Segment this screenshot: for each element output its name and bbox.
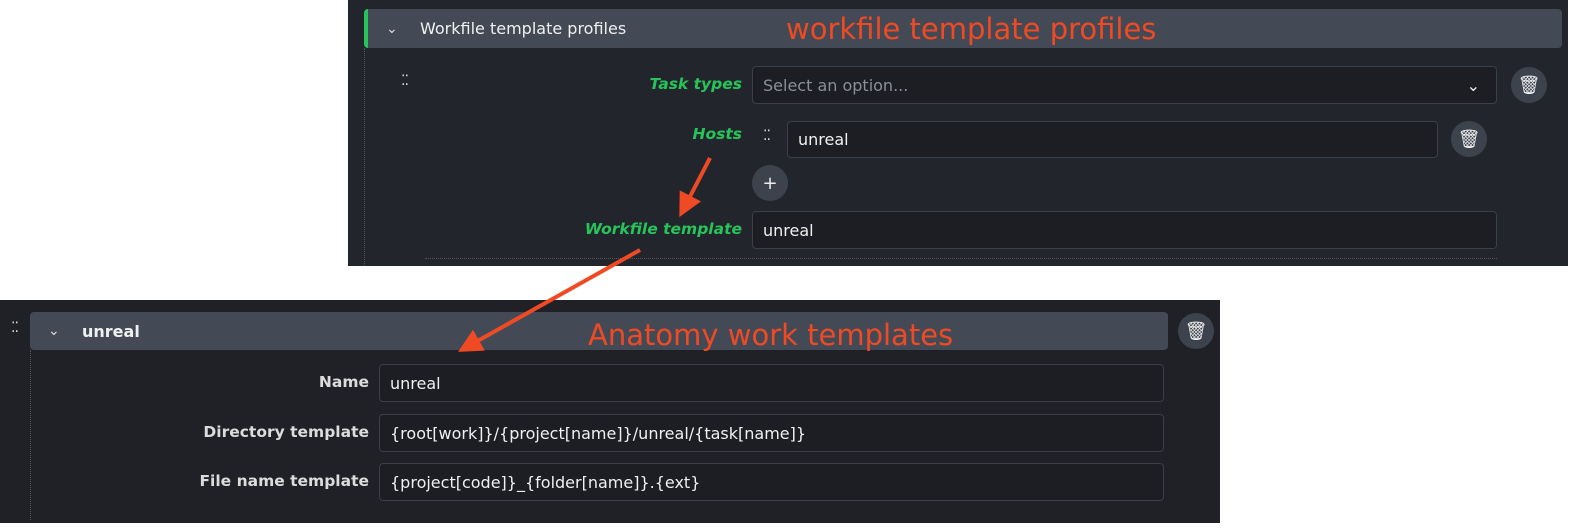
profiles-section-header[interactable]: ⌄ Workfile template profiles bbox=[364, 9, 1562, 48]
task-types-label: Task types bbox=[649, 75, 742, 93]
section-guide bbox=[30, 350, 31, 520]
template-section-header[interactable]: ⌄ unreal bbox=[30, 312, 1168, 350]
name-label: Name bbox=[318, 373, 369, 391]
delete-template-button[interactable]: 🗑 bbox=[1178, 313, 1214, 349]
drag-handle-icon[interactable]: ⁚⁚ bbox=[11, 320, 19, 336]
annotation-profiles: workfile template profiles bbox=[786, 12, 1157, 46]
workfile-template-input[interactable]: unreal bbox=[752, 211, 1497, 249]
section-guide bbox=[364, 48, 365, 266]
directory-template-label: Directory template bbox=[203, 423, 369, 441]
workfile-template-profiles-panel: ⌄ Workfile template profiles ⁚⁚ Task typ… bbox=[348, 0, 1568, 266]
delete-host-button[interactable]: 🗑 bbox=[1451, 121, 1487, 157]
task-types-select[interactable]: Select an option... ⌄ bbox=[752, 66, 1497, 104]
directory-template-input[interactable]: {root[work]}/{project[name]}/unreal/{tas… bbox=[379, 414, 1164, 452]
trash-icon: 🗑 bbox=[1184, 320, 1208, 342]
name-input[interactable]: unreal bbox=[379, 364, 1164, 402]
chevron-down-icon: ⌄ bbox=[1466, 75, 1480, 95]
select-placeholder: Select an option... bbox=[763, 75, 909, 95]
file-name-template-input[interactable]: {project[code]}_{folder[name]}.{ext} bbox=[379, 463, 1164, 501]
arrow-icon bbox=[679, 157, 712, 218]
section-title: Workfile template profiles bbox=[420, 19, 627, 38]
hosts-label: Hosts bbox=[692, 125, 742, 143]
chevron-down-icon: ⌄ bbox=[48, 323, 60, 339]
annotation-templates: Anatomy work templates bbox=[588, 318, 954, 352]
chevron-down-icon: ⌄ bbox=[386, 20, 398, 37]
arrow-icon bbox=[458, 248, 641, 352]
trash-icon: 🗑 bbox=[1517, 74, 1541, 96]
trash-icon: 🗑 bbox=[1457, 128, 1481, 150]
host-input[interactable]: unreal bbox=[787, 121, 1438, 158]
divider bbox=[425, 258, 1497, 259]
anatomy-work-templates-panel: ⁚⁚ ⌄ unreal 🗑 Name unreal Directory temp… bbox=[0, 300, 1220, 523]
delete-profile-button[interactable]: 🗑 bbox=[1511, 67, 1547, 103]
drag-handle-icon[interactable]: ⁚⁚ bbox=[401, 73, 409, 89]
workfile-template-label: Workfile template bbox=[584, 220, 742, 238]
add-host-button[interactable]: + bbox=[752, 165, 788, 201]
file-name-template-label: File name template bbox=[199, 472, 369, 490]
drag-handle-icon[interactable]: ⁚⁚ bbox=[763, 128, 771, 144]
section-title: unreal bbox=[82, 321, 140, 341]
